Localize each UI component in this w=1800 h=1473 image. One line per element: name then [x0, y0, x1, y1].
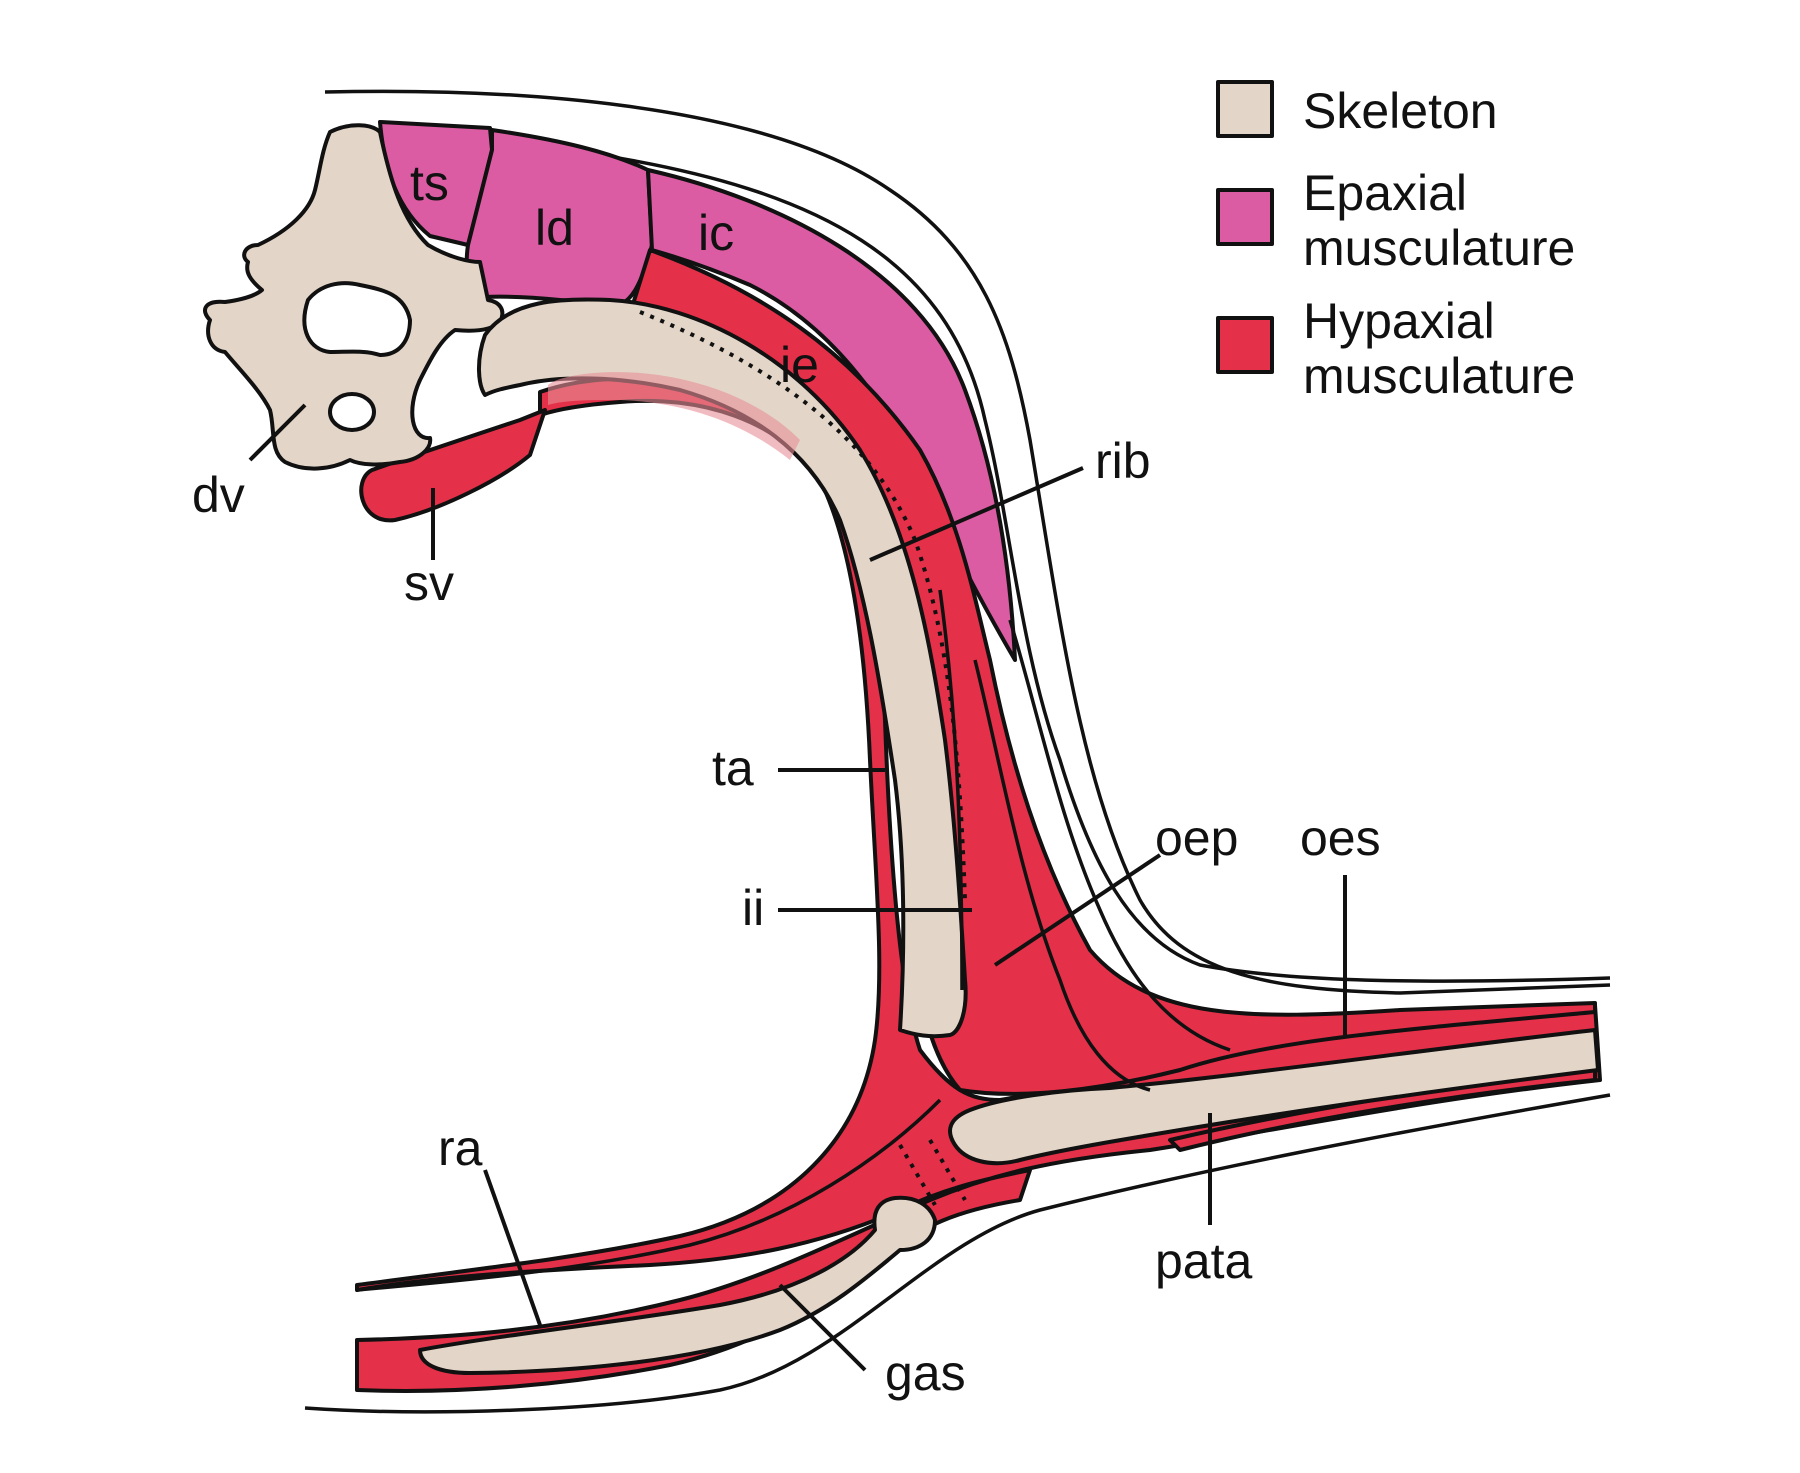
- leader-oep: [993, 853, 1162, 967]
- membrane-line: [599, 153, 1611, 983]
- skin-outline-bottom: [304, 1093, 1611, 1414]
- legend-label-epaxial-2: musculature: [1303, 220, 1575, 276]
- label-gas: gas: [885, 1345, 966, 1401]
- label-ic: ic: [698, 205, 734, 261]
- hypaxial-body-wall: [355, 376, 1602, 1393]
- legend-swatch-skeleton: [1216, 80, 1274, 138]
- leader-rib: [869, 466, 1084, 562]
- label-pata: pata: [1155, 1233, 1253, 1289]
- hypaxial-subvertebralis: [359, 408, 547, 523]
- rib-proximal-highlight: [548, 372, 800, 460]
- label-ra: ra: [438, 1120, 483, 1176]
- dashed-joint-1: [898, 1143, 937, 1207]
- label-ld: ld: [535, 200, 574, 256]
- label-ta: ta: [712, 740, 754, 796]
- epaxial-iliocostalis: [646, 168, 1017, 662]
- label-dv: dv: [192, 467, 245, 523]
- skin-outline-top: [324, 89, 1611, 995]
- gastralium: [418, 1195, 937, 1375]
- leader-ra: [483, 1169, 542, 1326]
- label-sv: sv: [404, 555, 454, 611]
- legend-label-epaxial-1: Epaxial: [1303, 165, 1467, 221]
- label-ts: ts: [410, 155, 449, 211]
- notochord-hole: [328, 392, 376, 432]
- legend-label-hypaxial-1: Hypaxial: [1303, 293, 1495, 349]
- label-oep: oep: [1155, 810, 1238, 866]
- label-rib: rib: [1095, 433, 1151, 489]
- leader-gas: [778, 1283, 867, 1372]
- legend: Skeleton Epaxial musculature Hypaxial mu…: [1216, 80, 1575, 404]
- label-ii: ii: [742, 880, 764, 936]
- oep-boundary-line-1: [973, 659, 1151, 1092]
- leader-dv: [248, 403, 307, 462]
- legend-swatch-hypaxial: [1216, 316, 1274, 374]
- legend-label-hypaxial-2: musculature: [1303, 348, 1575, 404]
- legend-label-skeleton: Skeleton: [1303, 83, 1498, 139]
- label-oes: oes: [1300, 810, 1381, 866]
- label-ie: ie: [780, 337, 819, 393]
- legend-swatch-epaxial: [1216, 188, 1274, 246]
- neural-canal: [302, 281, 412, 357]
- ii-boundary-line: [938, 589, 964, 991]
- oep-boundary-line-2: [1008, 619, 1231, 1052]
- dashed-joint-2: [928, 1138, 967, 1202]
- ra-boundary-line: [356, 1098, 942, 1292]
